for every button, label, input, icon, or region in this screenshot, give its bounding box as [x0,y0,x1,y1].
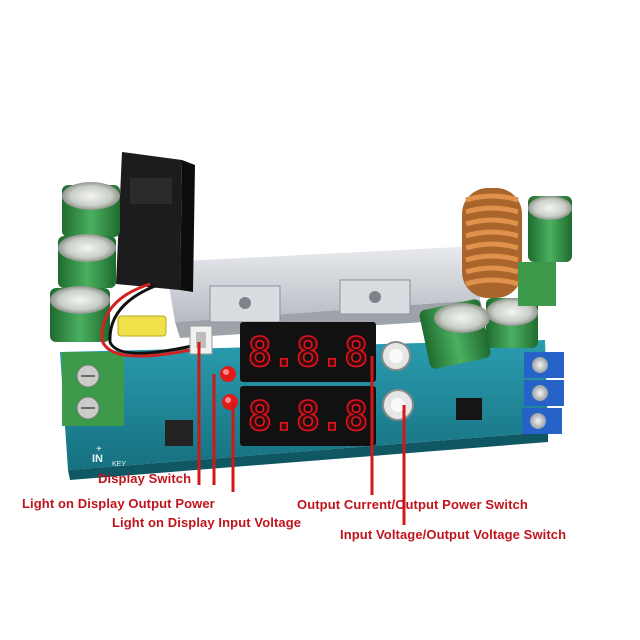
annotation-lines [197,342,406,525]
potentiometer [522,408,562,434]
label-display-switch: Display Switch [98,471,192,486]
potentiometer [524,380,564,406]
silkscreen-in: IN [92,453,103,465]
capacitor [528,196,572,262]
silkscreen: IN KEY + [92,444,126,468]
capacitor [58,234,116,288]
terminal-block-left [62,352,124,426]
led-output-power [220,366,236,382]
potentiometers [522,352,564,434]
label-light-output-power: Light on Display Output Power [22,496,215,511]
output-current-power-button [381,341,411,371]
ic-chip [456,398,482,420]
bottom-display-digits: 8.8.8 [248,394,368,440]
capacitor [62,182,120,237]
display-switch [189,325,213,355]
cooling-fan [116,152,195,292]
label-input-output-voltage-switch: Input Voltage/Output Voltage Switch [340,527,567,542]
small-inductor [165,420,193,446]
top-display-digits: 8.8.8 [248,330,368,376]
capacitor [419,299,491,369]
top-seven-segment-display: 8.8.8 [240,322,376,382]
left-capacitors [50,182,120,342]
capacitor [50,286,110,342]
input-output-voltage-button [382,389,414,421]
potentiometer [524,352,564,378]
fan-wires [100,282,193,358]
bottom-seven-segment-display: 8.8.8 [240,386,376,446]
label-light-input-voltage: Light on Display Input Voltage [112,515,302,530]
inductor-coil [462,188,522,298]
silkscreen-key: KEY [112,461,126,468]
right-capacitors [419,196,572,369]
fuse [117,315,167,337]
label-output-current-power-switch: Output Current/Output Power Switch [297,497,528,512]
led-input-voltage [222,394,238,410]
silkscreen-plus: + [96,444,102,455]
terminal-block-right [518,262,556,306]
